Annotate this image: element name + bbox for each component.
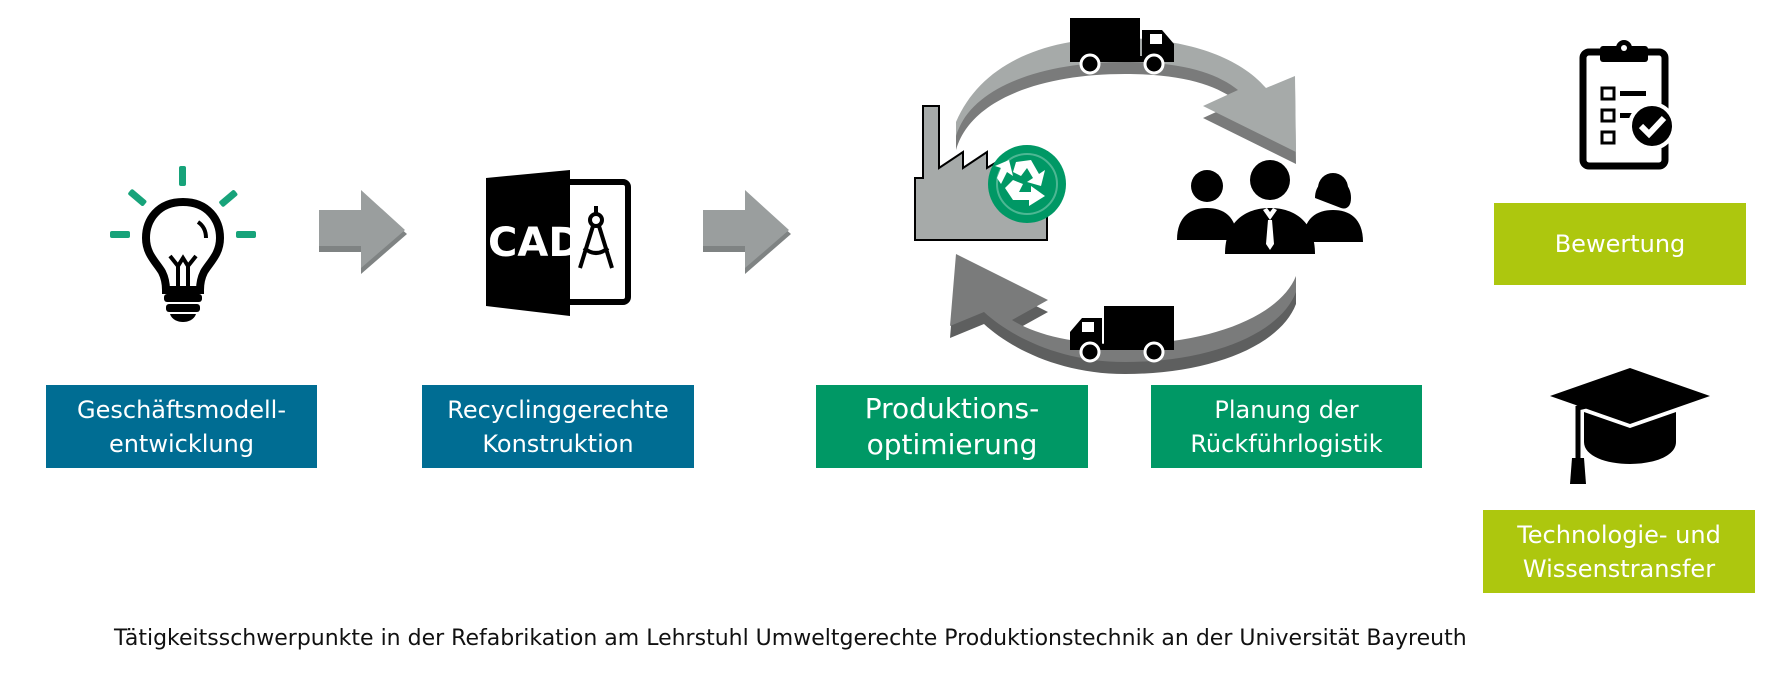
- box-technologie-wissenstransfer: Technologie- und Wissenstransfer: [1483, 510, 1755, 593]
- box-recyclinggerechte-konstruktion: Recyclinggerechte Konstruktion: [422, 385, 694, 468]
- box-produktionsoptimierung: Produktions- optimierung: [816, 385, 1088, 468]
- people-group-icon: [1177, 160, 1363, 254]
- process-arrow-2: [703, 190, 791, 274]
- cycle-arrow-bottom: [950, 254, 1296, 374]
- cycle-arrow-top: [956, 38, 1296, 164]
- clipboard-checklist-icon: [1579, 40, 1676, 170]
- figure-caption: Tätigkeitsschwerpunkte in der Refabrikat…: [114, 626, 1467, 651]
- box-geschaeftsmodellentwicklung: Geschäftsmodell- entwicklung: [46, 385, 317, 468]
- graduation-cap-icon: [1550, 368, 1710, 484]
- truck-icon: [1070, 18, 1174, 75]
- lightbulb-icon: [110, 166, 256, 322]
- box-bewertung: Bewertung: [1494, 203, 1746, 285]
- process-arrow-1: [319, 190, 407, 274]
- cad-label: CAD: [488, 220, 582, 266]
- factory-recycling-icon: [914, 105, 1066, 241]
- cad-door-icon: CAD: [486, 170, 631, 316]
- truck-icon: [1070, 306, 1174, 363]
- box-planung-rueckfuehrlogistik: Planung der Rückführlogistik: [1151, 385, 1422, 468]
